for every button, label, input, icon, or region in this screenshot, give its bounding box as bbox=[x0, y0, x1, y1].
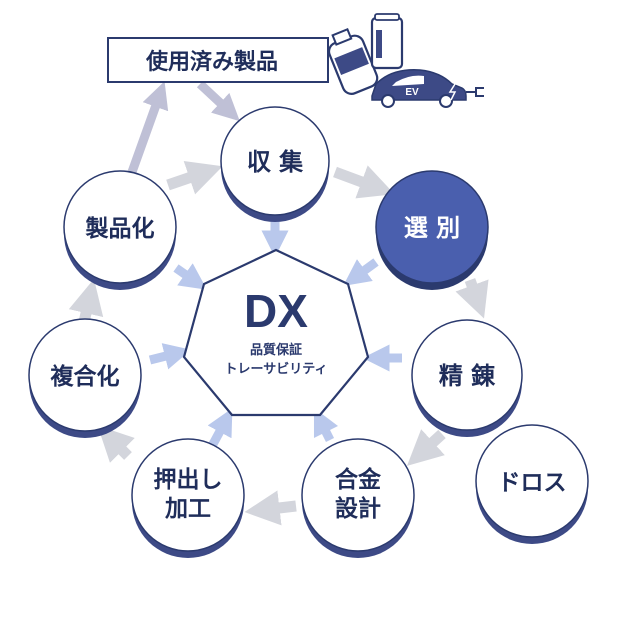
node-refining-label: 精 錬 bbox=[439, 362, 496, 390]
node-refining: 精 錬 bbox=[411, 319, 523, 437]
node-compositing-label: 複合化 bbox=[51, 363, 120, 390]
node-dross-label: ドロス bbox=[498, 470, 567, 496]
arrow-compositing-to-productization bbox=[68, 278, 104, 324]
node-sorting-label: 選 別 bbox=[404, 214, 460, 242]
arrow-alloy-to-extrusion bbox=[244, 490, 297, 526]
node-alloy-design-line1: 合金 bbox=[335, 466, 382, 493]
dx-arrows bbox=[148, 220, 402, 449]
used-products-frame bbox=[107, 37, 329, 83]
node-compositing: 複合化 bbox=[28, 318, 142, 438]
used-product-arrows bbox=[127, 80, 240, 174]
dx-subtitle-line2: トレーサビリティ bbox=[225, 361, 328, 377]
can-icon bbox=[370, 13, 404, 70]
cycle-arrows bbox=[68, 161, 489, 526]
charging-plug-icon bbox=[466, 87, 484, 97]
node-dross: ドロス bbox=[475, 424, 589, 544]
ev-badge: EV bbox=[405, 87, 419, 98]
arrow-extrusion-to-compositing bbox=[97, 425, 135, 463]
arrow-productization-to-collection bbox=[166, 161, 223, 195]
ev-car-icon: EV bbox=[371, 69, 484, 108]
node-sorting: 選 別 bbox=[375, 170, 489, 290]
node-collection-label: 収 集 bbox=[247, 148, 304, 176]
arrow-sorting-to-refining bbox=[455, 278, 489, 319]
recycled-items-icons: EV bbox=[327, 13, 484, 108]
used-products-box: 使用済み製品 bbox=[107, 37, 329, 83]
dx-subtitle-line1: 品質保証 bbox=[250, 342, 302, 358]
arrow-collection-to-sorting bbox=[333, 165, 395, 199]
dx-title: DX bbox=[244, 285, 308, 337]
arrow-sorting-to-dx bbox=[343, 258, 379, 286]
arrow-productization-to-used-products bbox=[127, 81, 169, 174]
node-extrusion-line1: 押出し bbox=[154, 467, 223, 493]
arrow-refining-to-alloy bbox=[406, 429, 446, 466]
bottle-icon bbox=[327, 28, 379, 95]
node-extrusion: 押出し 加工 bbox=[131, 438, 245, 558]
node-alloy-design: 合金 設計 bbox=[301, 438, 415, 558]
node-productization: 製品化 bbox=[63, 170, 177, 290]
node-productization-label: 製品化 bbox=[85, 215, 155, 242]
used-products-label: 使用済み製品 bbox=[145, 49, 278, 75]
node-alloy-design-line2: 設計 bbox=[335, 495, 381, 522]
node-collection: 収 集 bbox=[220, 106, 330, 222]
arrow-extrusion-to-dx bbox=[207, 408, 233, 449]
dx-heptagon bbox=[182, 248, 370, 417]
node-extrusion-line2: 加工 bbox=[164, 496, 211, 522]
arrow-used-products-to-collection bbox=[196, 80, 240, 122]
arrow-compositing-to-dx bbox=[148, 343, 192, 370]
arrow-productization-to-dx bbox=[173, 263, 208, 290]
dx-center: DX 品質保証 トレーサビリティ bbox=[182, 248, 370, 417]
arrow-alloy-to-dx bbox=[313, 407, 339, 443]
